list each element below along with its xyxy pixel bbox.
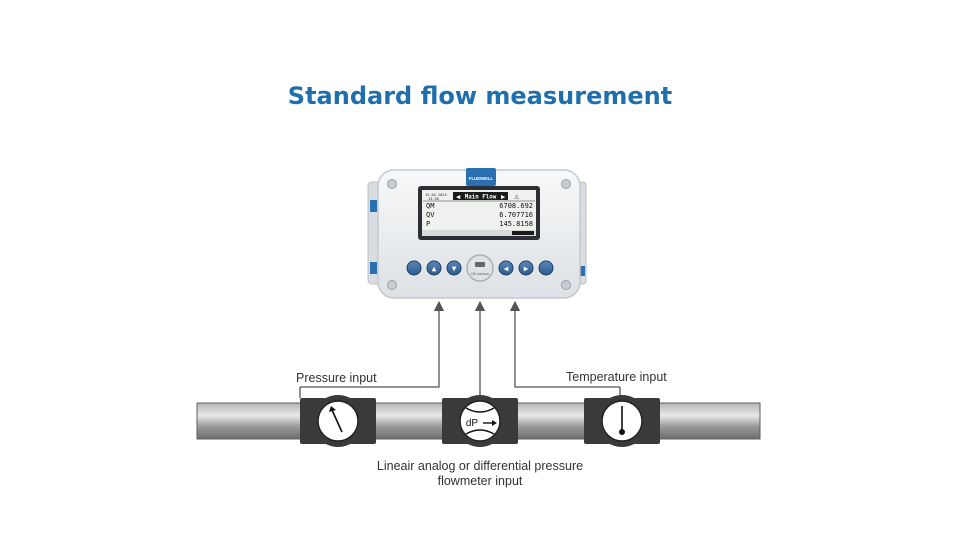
lcd-row-qm-name: QM [426,202,434,210]
lcd-menu-title: Main Flow [465,195,497,201]
device-button-up[interactable] [426,260,442,276]
lcd-row-qv-name: QV [426,211,435,219]
thermometer-icon [619,406,625,435]
signal-lines [299,300,621,398]
device-button-down[interactable] [446,260,462,276]
screw-icon [561,179,571,189]
dp-label: dP [466,418,479,429]
right-arrow-icon: ▶ [524,266,529,273]
device-button-menu[interactable] [406,260,422,276]
flowmeter-input-label-line2: flowmeter input [437,474,523,488]
flowmeter-input-label: Lineair analog or differential pressure … [330,459,630,489]
temperature-signal-line [509,300,620,388]
brand-logo: FLUIDWELL [469,176,494,181]
lcd-time: 13:30 [428,197,439,201]
lcd-right-arrow-icon: ▶ [501,195,506,201]
temperature-input-label: Temperature input [566,370,667,384]
temperature-meter [584,395,660,447]
page-title: Standard flow measurement [287,82,673,110]
down-arrow-icon: ▼ [452,266,457,273]
up-arrow-icon: ▲ [432,266,437,273]
lcd-row-p-name: P [426,220,430,228]
pressure-signal-line [300,300,445,388]
pressure-meter [300,395,376,447]
differential-pressure-meter: dP [442,395,518,447]
brand-badge [466,168,496,186]
lcd-row-qv-value: 6.707716 [499,211,533,219]
differential-pressure-icon [465,407,497,435]
ok-sensor-label: OK-sensor [471,272,490,276]
lcd-left-arrow-icon: ◀ [456,195,461,201]
lcd-date: 15-04-2024 [425,193,447,197]
flowmeter-input-label-line1: Lineair analog or differential pressure [376,459,584,473]
screw-icon [387,179,397,189]
device-button-left[interactable] [498,260,514,276]
lcd-row-p-value: 145.8158 [499,220,533,228]
device-button-ok[interactable] [466,254,494,282]
pressure-input-label: Pressure input [296,371,377,385]
device-button-right[interactable] [518,260,534,276]
screw-icon [561,280,571,290]
lcd-alarm-icon: ⚠ [514,194,520,201]
screw-icon [387,280,397,290]
flow-computer-device: FLUIDWELL 15-04-2024 13:30 ◀ Main Flow ▶… [367,168,587,299]
pressure-gauge-icon [329,406,343,433]
left-arrow-icon: ◀ [504,266,509,273]
device-button-function[interactable] [538,260,554,276]
lcd-row-qm-value: 6708.692 [499,202,533,210]
